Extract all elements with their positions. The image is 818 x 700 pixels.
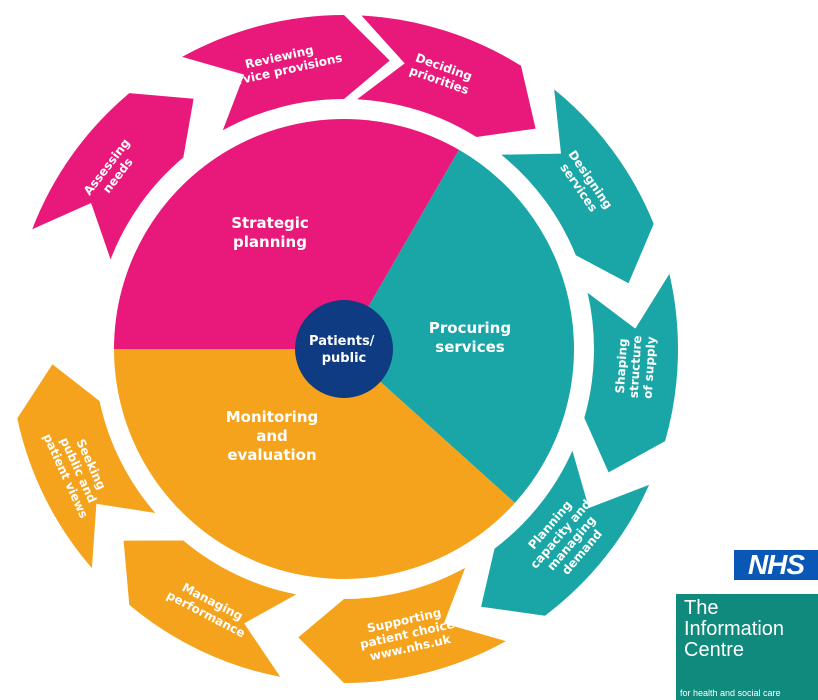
information-centre-box: The Information Centre for health and so… bbox=[676, 594, 818, 700]
nhs-logo: NHS bbox=[734, 550, 818, 580]
center-label: Patients/ public bbox=[309, 334, 379, 366]
cycle-step-arrow bbox=[32, 93, 194, 260]
segment-label-line: planning bbox=[233, 233, 307, 251]
cycle-step-label: Shapingstructureof supply bbox=[613, 334, 659, 399]
cycle-step-arrow bbox=[481, 450, 650, 616]
center-hub: Patients/ public bbox=[295, 300, 393, 398]
center-circle bbox=[295, 300, 393, 398]
center-label-line: Patients/ bbox=[309, 334, 375, 349]
segment-label-line: services bbox=[435, 338, 504, 356]
cycle-step-deciding-priorities: Decidingpriorities bbox=[357, 15, 536, 137]
cycle-step-reviewing-service-provisions: Reviewingservice provisions bbox=[182, 15, 390, 131]
cycle-step-label-line: of supply bbox=[641, 336, 659, 399]
cycle-step-label-line: Shaping bbox=[613, 338, 630, 394]
cycle-step-arrow bbox=[298, 567, 506, 683]
information-centre-name: The Information Centre bbox=[684, 597, 785, 661]
segment-label-line: Strategic bbox=[231, 214, 309, 232]
segment-label-line: Monitoring bbox=[226, 408, 318, 426]
cycle-step-label-line: structure bbox=[627, 335, 645, 399]
center-label-line: public bbox=[322, 351, 366, 366]
segment-label-line: Procuring bbox=[429, 319, 511, 337]
cycle-step-arrow bbox=[501, 89, 654, 284]
segment-label-line: evaluation bbox=[227, 446, 316, 464]
segment-label-line: and bbox=[256, 427, 288, 445]
cycle-step-assessing-needs: Assessingneeds bbox=[32, 93, 194, 260]
cycle-step-designing-services: Designingservices bbox=[501, 89, 654, 284]
cycle-step-arrow bbox=[123, 540, 297, 677]
nhs-information-centre-logo: NHS The Information Centre for health an… bbox=[662, 550, 818, 700]
information-centre-tagline: for health and social care bbox=[680, 688, 781, 698]
cycle-step-managing-performance: Managingperformance bbox=[123, 540, 297, 677]
segment-wedge bbox=[114, 118, 459, 349]
segment-wedge bbox=[344, 149, 574, 503]
cycle-step-arrow bbox=[357, 15, 536, 137]
cycle-step-arrow bbox=[182, 15, 390, 131]
cycle-step-arrow bbox=[584, 273, 678, 473]
cycle-step-supporting-patient-choice: Supportingpatient choicewww.nhs.uk bbox=[298, 567, 506, 683]
segment-wedge bbox=[114, 349, 515, 579]
cycle-step-shaping-structure-of-supply: Shapingstructureof supply bbox=[584, 273, 678, 473]
cycle-step-arrow bbox=[17, 364, 156, 569]
cycle-step-seeking-views: Seekingpublic andpatient views bbox=[17, 364, 156, 569]
